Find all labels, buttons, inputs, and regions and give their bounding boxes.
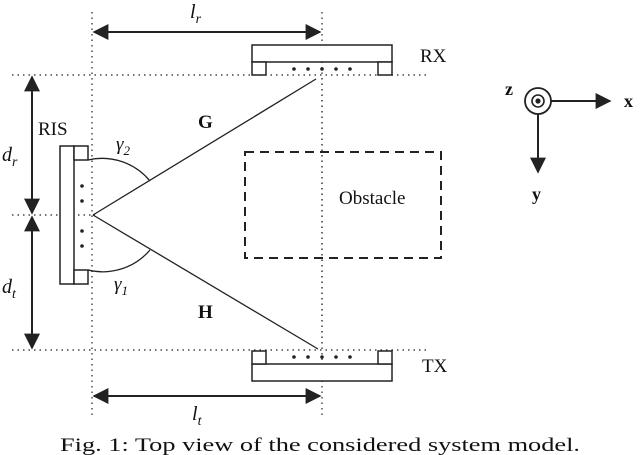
lt-label: lt bbox=[192, 403, 203, 429]
ris-panel bbox=[59, 145, 89, 285]
figure-caption: Fig. 1: Top view of the considered syste… bbox=[60, 435, 580, 455]
axis-x-label: x bbox=[624, 91, 633, 111]
dt-label: dt bbox=[2, 276, 17, 302]
angle-arcs bbox=[87, 157, 151, 273]
channel-lines bbox=[92, 78, 323, 350]
dimension-arrows bbox=[24, 24, 322, 404]
tx-label: TX bbox=[422, 356, 448, 377]
ris-label: RIS bbox=[38, 119, 68, 140]
obstacle-label: Obstacle bbox=[339, 188, 405, 209]
obstacle-box bbox=[244, 151, 442, 259]
rx-label: RX bbox=[420, 46, 447, 67]
gamma1-label: γ1 bbox=[114, 274, 128, 298]
channel-h-label: H bbox=[198, 302, 213, 323]
tx-array bbox=[251, 350, 393, 382]
coordinate-axes bbox=[524, 87, 612, 174]
gamma2-label: γ2 bbox=[116, 134, 131, 158]
axis-y-label: y bbox=[532, 184, 541, 204]
channel-g-label: G bbox=[198, 112, 213, 133]
lr-label: lr bbox=[190, 1, 202, 27]
rx-array bbox=[251, 44, 393, 76]
dr-label: dr bbox=[2, 144, 18, 170]
axis-z-label: z bbox=[505, 79, 513, 99]
